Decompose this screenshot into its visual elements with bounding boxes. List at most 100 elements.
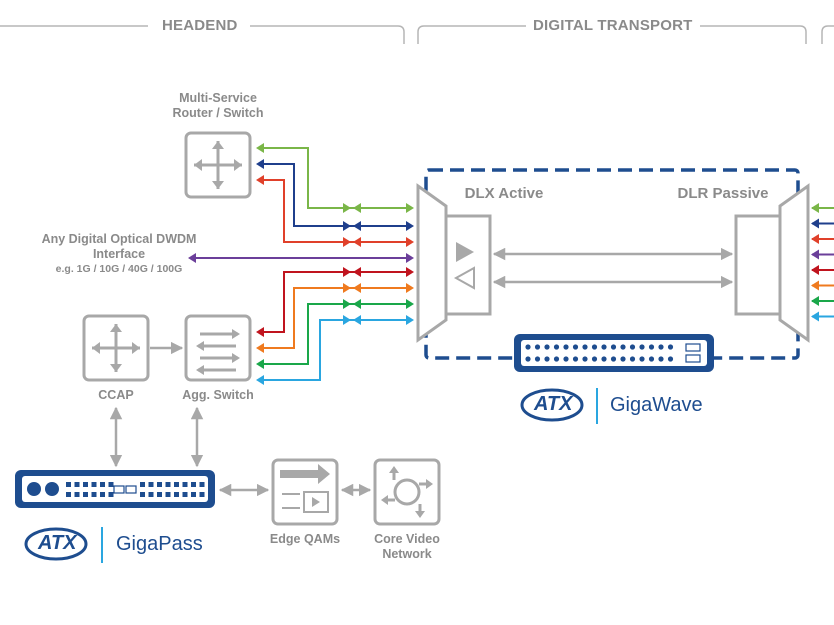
port-dot (648, 356, 655, 362)
port-dot (66, 482, 71, 487)
fiber-arrowhead (811, 218, 819, 229)
fiber-arrowhead (353, 203, 361, 213)
port-dot (658, 356, 664, 362)
port-dot (191, 482, 196, 487)
fiber-arrowhead (343, 237, 351, 247)
switch-arrows-icon (184, 314, 252, 382)
port-dot (174, 492, 179, 497)
fiber-line (258, 319, 412, 381)
agg-switch-label: Agg. Switch (182, 388, 254, 402)
port-dot (534, 356, 541, 362)
port-dot (108, 492, 114, 497)
fiber-arrowhead (811, 280, 819, 291)
fiber-arrowhead (256, 327, 264, 337)
port-dot (199, 482, 205, 487)
fiber-arrowhead (353, 221, 361, 231)
dwdm-label-line1: Any Digital Optical DWDM (41, 232, 197, 246)
port-dot (648, 344, 655, 350)
port-dot (108, 482, 114, 487)
port-dot (591, 344, 598, 350)
port-dot (620, 344, 626, 350)
fiber-arrowhead (343, 299, 351, 309)
port-dot (639, 356, 645, 362)
core-video-network-icon (373, 458, 441, 526)
fiber-arrowhead (343, 221, 351, 231)
dwdm-label-line3: e.g. 1G / 10G / 40G / 100G (55, 263, 183, 275)
headend-bracket (0, 25, 834, 44)
port-dot (140, 492, 145, 497)
port-dot (667, 356, 674, 362)
section-headend: HEADEND (156, 17, 244, 34)
port-dot (100, 482, 105, 487)
fiber-arrowhead (256, 375, 264, 385)
fiber-arrowhead (406, 253, 414, 263)
router-label: Multi-Service Router / Switch (148, 91, 288, 121)
fiber-line (258, 287, 412, 349)
fiber-arrowhead (406, 267, 414, 277)
fiber-arrowhead (406, 237, 414, 247)
fiber-arrowhead (406, 299, 414, 309)
fiber-arrowhead (406, 203, 414, 213)
port-dot (563, 344, 569, 350)
fiber-arrowhead (353, 267, 361, 277)
gigapass-chassis-icon (15, 470, 215, 508)
port-dot (601, 356, 607, 362)
fiber-arrowhead (811, 296, 819, 306)
port-dot (582, 344, 588, 350)
core-video-line1: Core Video (374, 532, 440, 546)
router-label-line1: Multi-Service (179, 91, 257, 105)
port-dot (620, 356, 626, 362)
dlx-active-module (416, 183, 492, 343)
port-dot (553, 356, 560, 362)
port-dot (591, 356, 598, 362)
dwdm-label-line2: Interface (92, 247, 146, 261)
port-dot (610, 356, 617, 362)
fiber-arrowhead (256, 343, 264, 353)
atx-logo-gigapass (24, 527, 103, 563)
fiber-line (258, 179, 412, 243)
fiber-line (258, 163, 412, 227)
fiber-arrowhead (811, 249, 819, 260)
port-dot (544, 344, 550, 350)
ccap-label: CCAP (98, 388, 134, 402)
fiber-arrowhead (353, 237, 361, 247)
router-cross-arrows-icon (184, 131, 252, 199)
port-dot (563, 356, 569, 362)
fiber-arrowhead (353, 299, 361, 309)
fiber-arrowhead (188, 253, 196, 263)
fiber-arrowhead (811, 234, 819, 244)
fiber-arrowhead (256, 159, 264, 169)
dlr-passive-label: DLR Passive (677, 185, 769, 202)
port-dot (83, 482, 88, 487)
port-dot (157, 492, 162, 497)
port-dot (582, 356, 588, 362)
fiber-arrowhead (343, 203, 351, 213)
edge-qams-label: Edge QAMs (269, 532, 341, 546)
fiber-line (258, 271, 412, 333)
port-dot (140, 482, 145, 487)
port-dot (572, 344, 579, 350)
port-dot (553, 344, 560, 350)
port-dot (148, 492, 154, 497)
port-dot (83, 492, 88, 497)
core-video-label: Core Video Network (357, 532, 457, 562)
port-dot (639, 344, 645, 350)
port-dot (525, 344, 531, 350)
port-dot (165, 482, 171, 487)
fiber-arrowhead (406, 315, 414, 325)
port-dot (667, 344, 674, 350)
fiber-arrowhead (406, 221, 414, 231)
port-dot (629, 344, 636, 350)
atx-logo-gigawave (520, 388, 598, 424)
dlx-active-label: DLX Active (464, 185, 544, 202)
gigapass-brand: GigaPass (116, 533, 203, 555)
edge-qam-icon (271, 458, 339, 526)
port-dot (610, 344, 617, 350)
section-digital-transport: DIGITAL TRANSPORT (527, 17, 699, 34)
port-dot (91, 482, 97, 487)
port-dot (148, 482, 154, 487)
port-dot (165, 492, 171, 497)
fiber-arrowhead (811, 203, 819, 213)
fiber-line (258, 147, 412, 209)
